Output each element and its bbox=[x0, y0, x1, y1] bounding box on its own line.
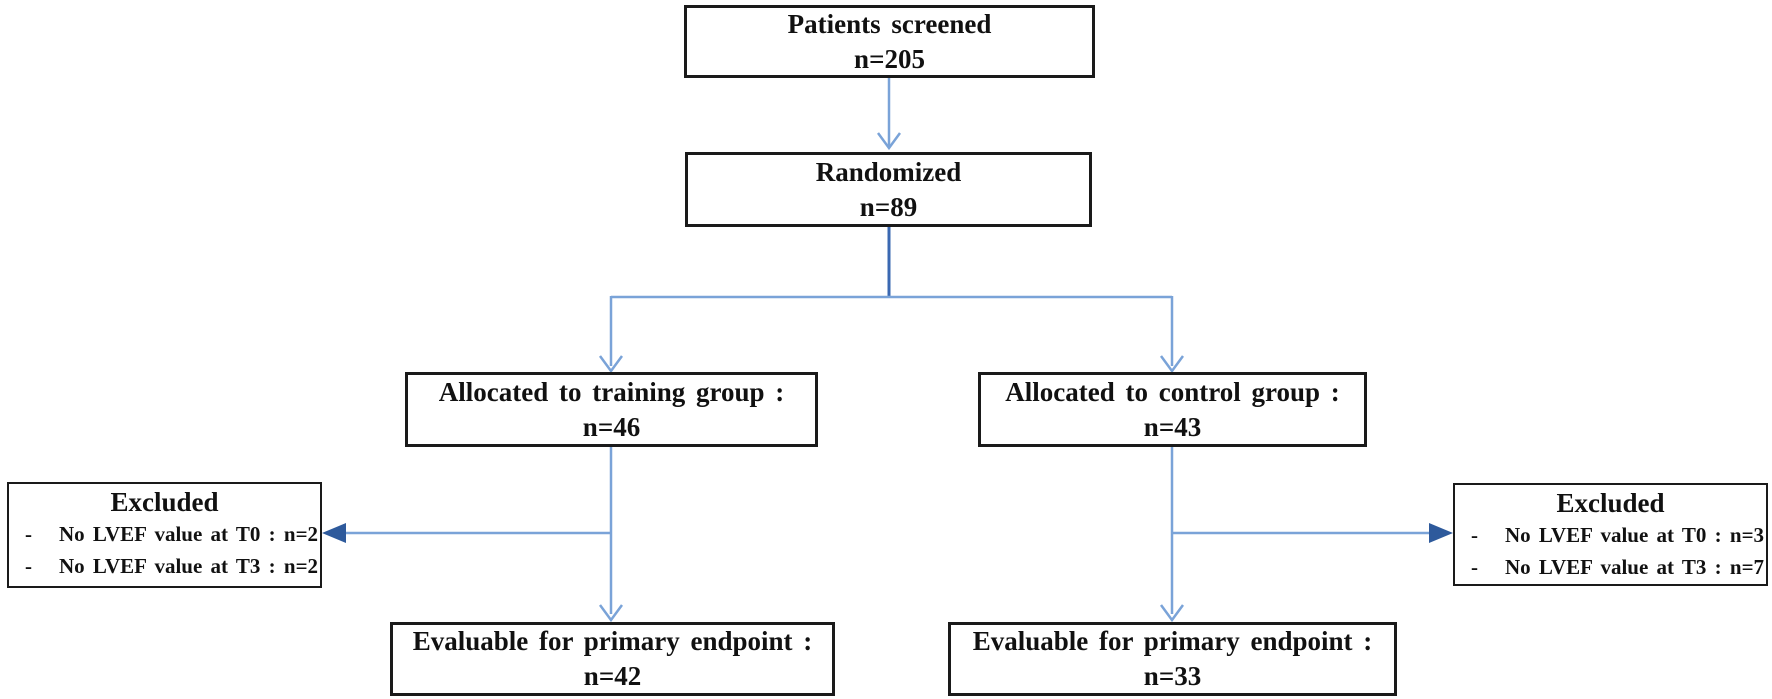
node-label: Allocated to control group : bbox=[1005, 376, 1340, 407]
arrow-training-to-evaluable bbox=[598, 447, 624, 623]
excluded-item: - No LVEF value at T0 : n=2 bbox=[9, 518, 320, 550]
excluded-item-text: No LVEF value at T0 : n=2 bbox=[59, 522, 319, 546]
bullet-dash: - bbox=[25, 554, 32, 578]
arrow-to-excluded-right bbox=[1172, 523, 1453, 543]
node-count: n=89 bbox=[859, 191, 918, 222]
node-count: n=205 bbox=[854, 43, 925, 74]
arrow-split-to-training bbox=[598, 296, 624, 374]
node-label: Randomized bbox=[815, 156, 962, 187]
excluded-item-text: No LVEF value at T0 : n=3 bbox=[1505, 523, 1765, 547]
excluded-title: Excluded bbox=[1556, 488, 1665, 518]
node-label: Evaluable for primary endpoint : bbox=[972, 626, 1373, 656]
node-count: n=42 bbox=[583, 661, 642, 691]
node-count: n=43 bbox=[1143, 411, 1202, 442]
excluded-item: - No LVEF value at T3 : n=7 bbox=[1455, 551, 1766, 583]
node-training-group: Allocated to training group : n=46 bbox=[405, 372, 818, 447]
arrow-to-excluded-left bbox=[322, 523, 611, 543]
excluded-item: - No LVEF value at T3 : n=2 bbox=[9, 550, 320, 582]
node-excluded-training: Excluded - No LVEF value at T0 : n=2 - N… bbox=[7, 482, 322, 588]
node-count: n=33 bbox=[1143, 661, 1202, 691]
node-patients-screened: Patients screened n=205 bbox=[684, 5, 1095, 78]
bullet-dash: - bbox=[25, 522, 32, 546]
excluded-item: - No LVEF value at T0 : n=3 bbox=[1455, 519, 1766, 551]
node-evaluable-control: Evaluable for primary endpoint : n=33 bbox=[948, 622, 1397, 696]
node-evaluable-training: Evaluable for primary endpoint : n=42 bbox=[390, 622, 835, 696]
node-control-group: Allocated to control group : n=43 bbox=[978, 372, 1367, 447]
excluded-title: Excluded bbox=[110, 487, 219, 517]
node-excluded-control: Excluded - No LVEF value at T0 : n=3 - N… bbox=[1453, 483, 1768, 586]
node-randomized: Randomized n=89 bbox=[685, 152, 1092, 227]
arrow-split-to-control bbox=[1159, 296, 1185, 374]
node-label: Evaluable for primary endpoint : bbox=[412, 626, 813, 656]
excluded-item-text: No LVEF value at T3 : n=2 bbox=[59, 554, 319, 578]
node-label: Allocated to training group : bbox=[438, 376, 785, 407]
excluded-item-text: No LVEF value at T3 : n=7 bbox=[1505, 555, 1765, 579]
bullet-dash: - bbox=[1471, 555, 1478, 579]
arrow-screened-to-randomized bbox=[876, 78, 902, 151]
arrow-control-to-evaluable bbox=[1159, 447, 1185, 623]
node-count: n=46 bbox=[582, 411, 641, 442]
bullet-dash: - bbox=[1471, 523, 1478, 547]
node-label: Patients screened bbox=[787, 8, 992, 39]
